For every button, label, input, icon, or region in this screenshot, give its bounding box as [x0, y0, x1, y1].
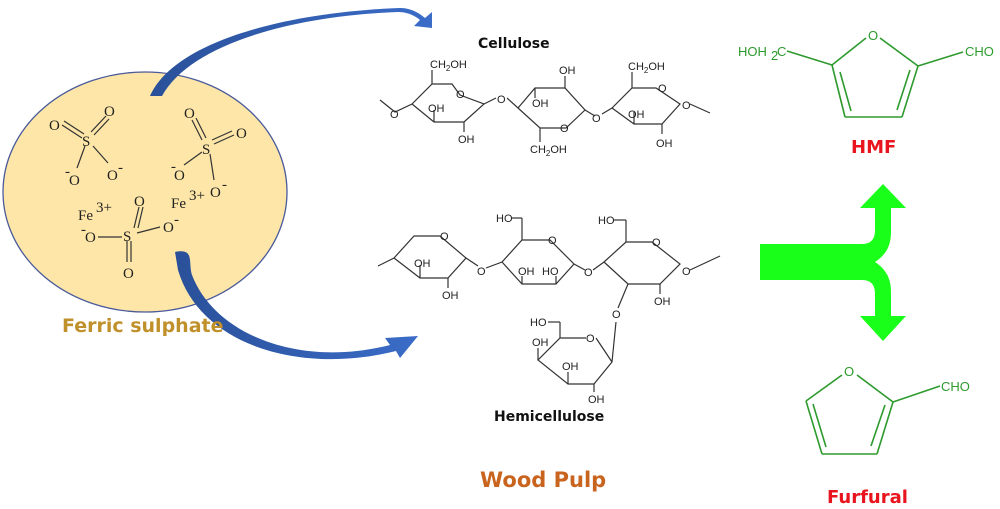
svg-text:OH: OH [628, 109, 645, 121]
svg-text:O: O [123, 266, 134, 282]
svg-text:OH: OH [588, 394, 605, 406]
svg-text:O: O [236, 126, 247, 142]
sulfate-ion-2: O O S O - O - [171, 106, 247, 201]
svg-text:S: S [123, 229, 131, 245]
svg-text:OH: OH [442, 290, 459, 302]
svg-text:O: O [497, 94, 506, 106]
svg-text:OH: OH [458, 134, 475, 146]
svg-text:OH: OH [532, 337, 549, 349]
svg-text:OH: OH [559, 65, 576, 77]
svg-text:CH2OH: CH2OH [430, 59, 467, 73]
svg-text:O: O [104, 104, 115, 120]
svg-text:CHO: CHO [965, 44, 994, 59]
svg-text:C: C [777, 44, 786, 59]
svg-text:O: O [163, 220, 174, 236]
svg-text:O: O [390, 109, 399, 121]
svg-text:3+: 3+ [189, 188, 205, 204]
svg-text:O: O [210, 185, 221, 201]
svg-text:CHO: CHO [941, 379, 970, 394]
svg-text:O: O [868, 28, 878, 43]
svg-text:O: O [592, 113, 601, 125]
svg-text:O: O [184, 106, 195, 122]
svg-text:O: O [584, 267, 593, 279]
hmf-label: HMF [851, 137, 896, 158]
svg-text:O: O [440, 231, 449, 243]
svg-text:O: O [844, 364, 854, 379]
svg-text:2: 2 [771, 48, 778, 63]
svg-text:O: O [682, 100, 691, 112]
catalyst-ellipse [2, 71, 288, 313]
svg-text:O: O [69, 173, 80, 189]
hmf-structure: HOH 2 C O CHO HMF [738, 28, 994, 158]
arrow-to-cellulose [150, 8, 432, 96]
split-arrow [760, 184, 906, 341]
sulfate-ion-3: O S O - O - O [81, 194, 179, 282]
svg-text:S: S [82, 134, 90, 150]
iron-ion-2: Fe 3+ [171, 188, 205, 212]
catalyst-label: Ferric sulphate [62, 315, 224, 337]
svg-text:HO: HO [530, 317, 547, 329]
svg-text:O: O [134, 194, 145, 210]
hemicellulose-structure: O OH OH O HO O OH HO O HO O OH O O [377, 213, 721, 425]
svg-text:O: O [49, 118, 60, 134]
svg-text:HO: HO [496, 213, 513, 225]
svg-text:CH2OH: CH2OH [628, 61, 665, 75]
svg-text:O: O [652, 237, 661, 249]
svg-text:HOH: HOH [738, 44, 767, 59]
svg-text:Cellulose: Cellulose [478, 36, 550, 52]
svg-text:O: O [682, 266, 691, 278]
svg-text:-: - [118, 160, 123, 176]
svg-text:OH: OH [414, 258, 431, 270]
svg-text:HO: HO [542, 266, 559, 278]
svg-text:Hemicellulose: Hemicellulose [494, 409, 604, 425]
svg-text:Fe: Fe [78, 208, 93, 224]
svg-text:-: - [65, 164, 70, 180]
svg-text:HO: HO [598, 215, 615, 227]
svg-text:OH: OH [656, 138, 673, 150]
svg-text:3+: 3+ [96, 200, 112, 216]
svg-text:O: O [477, 266, 486, 278]
svg-text:O: O [586, 333, 595, 345]
furfural-structure: O CHO Furfural [805, 364, 970, 508]
cellulose-structure: Cellulose CH2OH O O OH OH O OH OH O CH2O… [379, 36, 711, 158]
svg-text:S: S [202, 142, 210, 158]
svg-text:OH: OH [532, 98, 549, 110]
svg-text:CH2OH: CH2OH [530, 144, 567, 158]
svg-text:Fe: Fe [171, 196, 186, 212]
svg-text:O: O [107, 168, 118, 184]
sulfate-ion-1: O O S O - O - [49, 104, 123, 189]
svg-text:OH: OH [562, 361, 579, 373]
svg-text:-: - [171, 159, 176, 175]
svg-text:O: O [548, 235, 557, 247]
arrow-to-hemicellulose [175, 251, 418, 360]
svg-text:O: O [85, 230, 96, 246]
svg-text:O: O [560, 123, 569, 135]
svg-text:O: O [456, 89, 465, 101]
svg-text:-: - [174, 212, 179, 228]
svg-text:O: O [658, 83, 667, 95]
svg-text:-: - [222, 177, 227, 193]
wood-pulp-label: Wood Pulp [480, 468, 606, 492]
svg-text:OH: OH [654, 296, 671, 308]
svg-text:OH: OH [428, 103, 445, 115]
svg-text:OH: OH [518, 266, 535, 278]
svg-text:-: - [81, 222, 86, 238]
furfural-label: Furfural [827, 487, 908, 508]
svg-text:O: O [174, 168, 185, 184]
svg-text:O: O [612, 309, 621, 321]
iron-ion-1: Fe 3+ [78, 200, 112, 224]
